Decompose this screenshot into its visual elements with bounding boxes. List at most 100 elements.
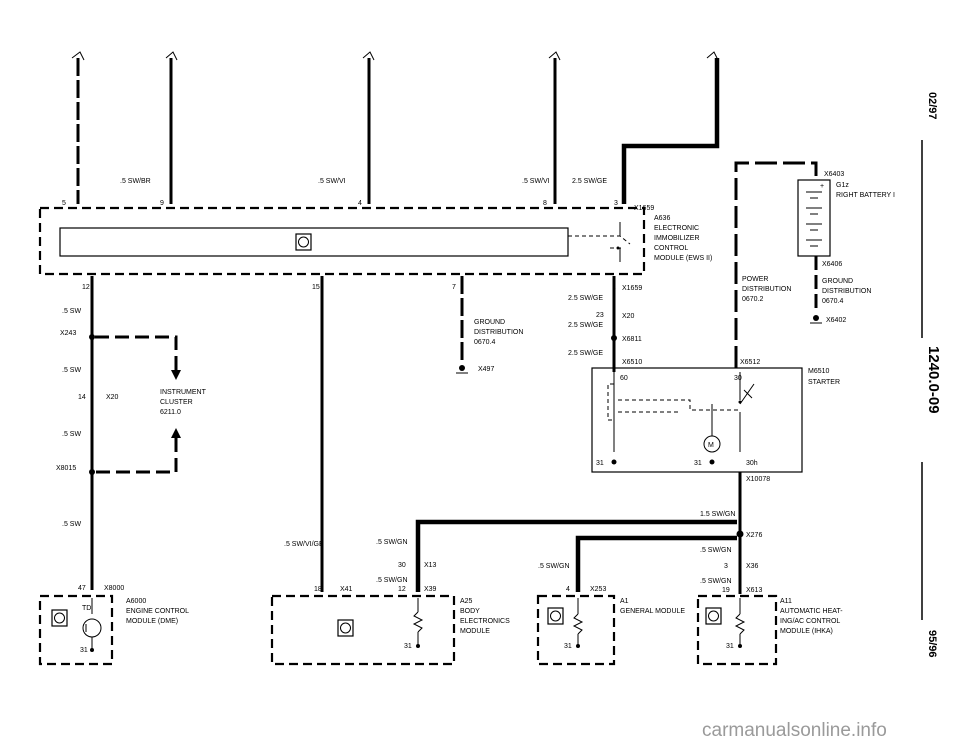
wire-label: 1.5 SW/GN [700, 511, 735, 518]
pin-number: 5 [62, 200, 66, 207]
connector-label: X243 [60, 330, 76, 337]
module-label: MODULE (EWS II) [654, 255, 712, 262]
module-label: 6211.0 [160, 409, 181, 416]
pin-number: 4 [358, 200, 362, 207]
ihka-module: 31 A11 AUTOMATIC HEAT- ING/AC CONTROL MO… [696, 594, 843, 666]
module-label: BODY [460, 608, 480, 615]
pin-number: 4 [566, 586, 570, 593]
side-margin: 02/97 1240.0-09 95/96 [921, 92, 942, 658]
connector-label: X497 [478, 366, 494, 373]
pin-number: 31 [694, 460, 702, 467]
module-label: DISTRIBUTION [474, 329, 523, 336]
side-code: 1240.0-09 [925, 346, 942, 414]
connector-label: X253 [590, 586, 606, 593]
module-label: CONTROL [654, 245, 688, 252]
pin-number: 18 [314, 586, 322, 593]
wire-label: .5 SW [62, 367, 81, 374]
connector-label: X276 [746, 532, 762, 539]
right-battery: + [797, 179, 831, 257]
wire-label: .5 SW [62, 521, 81, 528]
wire-label: .5 SW/VI/GE [284, 541, 324, 548]
module-label: ENGINE CONTROL [126, 608, 189, 615]
module-id: M6510 [808, 368, 830, 375]
wire-label: .5 SW/GN [376, 577, 408, 584]
module-symbol-icon [337, 619, 354, 637]
module-symbol-icon [51, 609, 68, 627]
watermark: carmanualsonline.info [702, 720, 887, 741]
module-label: MODULE (IHKA) [780, 628, 833, 635]
pin-number: 12 [398, 586, 406, 593]
connector-label: X6510 [622, 359, 642, 366]
module-label: 0670.2 [742, 296, 764, 303]
connector-label: X6403 [824, 171, 844, 178]
pin-number: 30 [734, 375, 742, 382]
pin-number: 47 [78, 585, 86, 592]
module-label: INSTRUMENT [160, 389, 207, 396]
wire-label: .5 SW/GN [376, 539, 408, 546]
module-symbol-icon [295, 233, 312, 251]
arrow-icon [165, 51, 178, 61]
module-id: A636 [654, 215, 670, 222]
motor-icon [703, 435, 721, 453]
pin-number: 12 [82, 284, 90, 291]
pin-number: 31 [404, 643, 412, 650]
connector-label: X613 [746, 587, 762, 594]
wire-label: .5 SW/GN [538, 563, 570, 570]
wire-label: .5 SW [62, 431, 81, 438]
ground-icon [813, 315, 819, 321]
pin-number: 15 [312, 284, 320, 291]
connector-label: X39 [424, 586, 437, 593]
side-date-top: 02/97 [926, 92, 938, 120]
general-module: 31 A1 GENERAL MODULE [536, 594, 685, 666]
battery-plus-icon: + [820, 183, 824, 190]
wire-label: 2.5 SW/GE [568, 322, 603, 329]
module-id: A1 [620, 598, 629, 605]
module-label: DISTRIBUTION [742, 286, 791, 293]
module-symbol-icon [547, 607, 564, 625]
wire-label: 2.5 SW/GE [568, 295, 603, 302]
module-label: RIGHT BATTERY I [836, 192, 895, 199]
wire-label: 2.5 SW/GE [568, 350, 603, 357]
pin-number: 31 [726, 643, 734, 650]
module-label: 0670.4 [822, 298, 844, 305]
arrow-icon [548, 51, 561, 61]
ground-icon [459, 365, 465, 371]
connector-label: X20 [622, 313, 635, 320]
pin-number: 30 [398, 562, 406, 569]
module-id: A6000 [126, 598, 146, 605]
module-label: 0670.4 [474, 339, 496, 346]
pin-number: 31 [596, 460, 604, 467]
module-label: ELECTRONICS [460, 618, 510, 625]
connector-label: X6811 [622, 336, 642, 343]
pin-number: 3 [614, 200, 618, 207]
connector-label: X13 [424, 562, 437, 569]
connector-label: X20 [106, 394, 119, 401]
connector-label: X8015 [56, 465, 76, 472]
pin-number: 3 [724, 563, 728, 570]
pin-number: 31 [80, 647, 88, 654]
connector-label: X6406 [822, 261, 842, 268]
module-label: CLUSTER [160, 399, 193, 406]
module-label: MODULE [460, 628, 490, 635]
connector-label: X41 [340, 586, 353, 593]
connector-label: X36 [746, 563, 759, 570]
connector-label: X8000 [104, 585, 124, 592]
module-id: A25 [460, 598, 473, 605]
arrow-down-icon [171, 370, 181, 380]
top-feed-wires [71, 51, 720, 204]
module-label: AUTOMATIC HEAT- [780, 608, 843, 615]
connector-label: X1659 [622, 285, 642, 292]
module-label: IMMOBILIZER [654, 235, 700, 242]
pin-number: 7 [452, 284, 456, 291]
module-label: ELECTRONIC [654, 225, 699, 232]
module-label: ING/AC CONTROL [780, 618, 840, 625]
pin-number: 31 [564, 643, 572, 650]
pin-number: 19 [722, 587, 730, 594]
pin-number: 23 [596, 312, 604, 319]
module-id: G1z [836, 182, 849, 189]
pin-number: 30h [746, 460, 758, 467]
wire-label: .5 SW [62, 308, 81, 315]
module-label: GROUND [474, 319, 505, 326]
